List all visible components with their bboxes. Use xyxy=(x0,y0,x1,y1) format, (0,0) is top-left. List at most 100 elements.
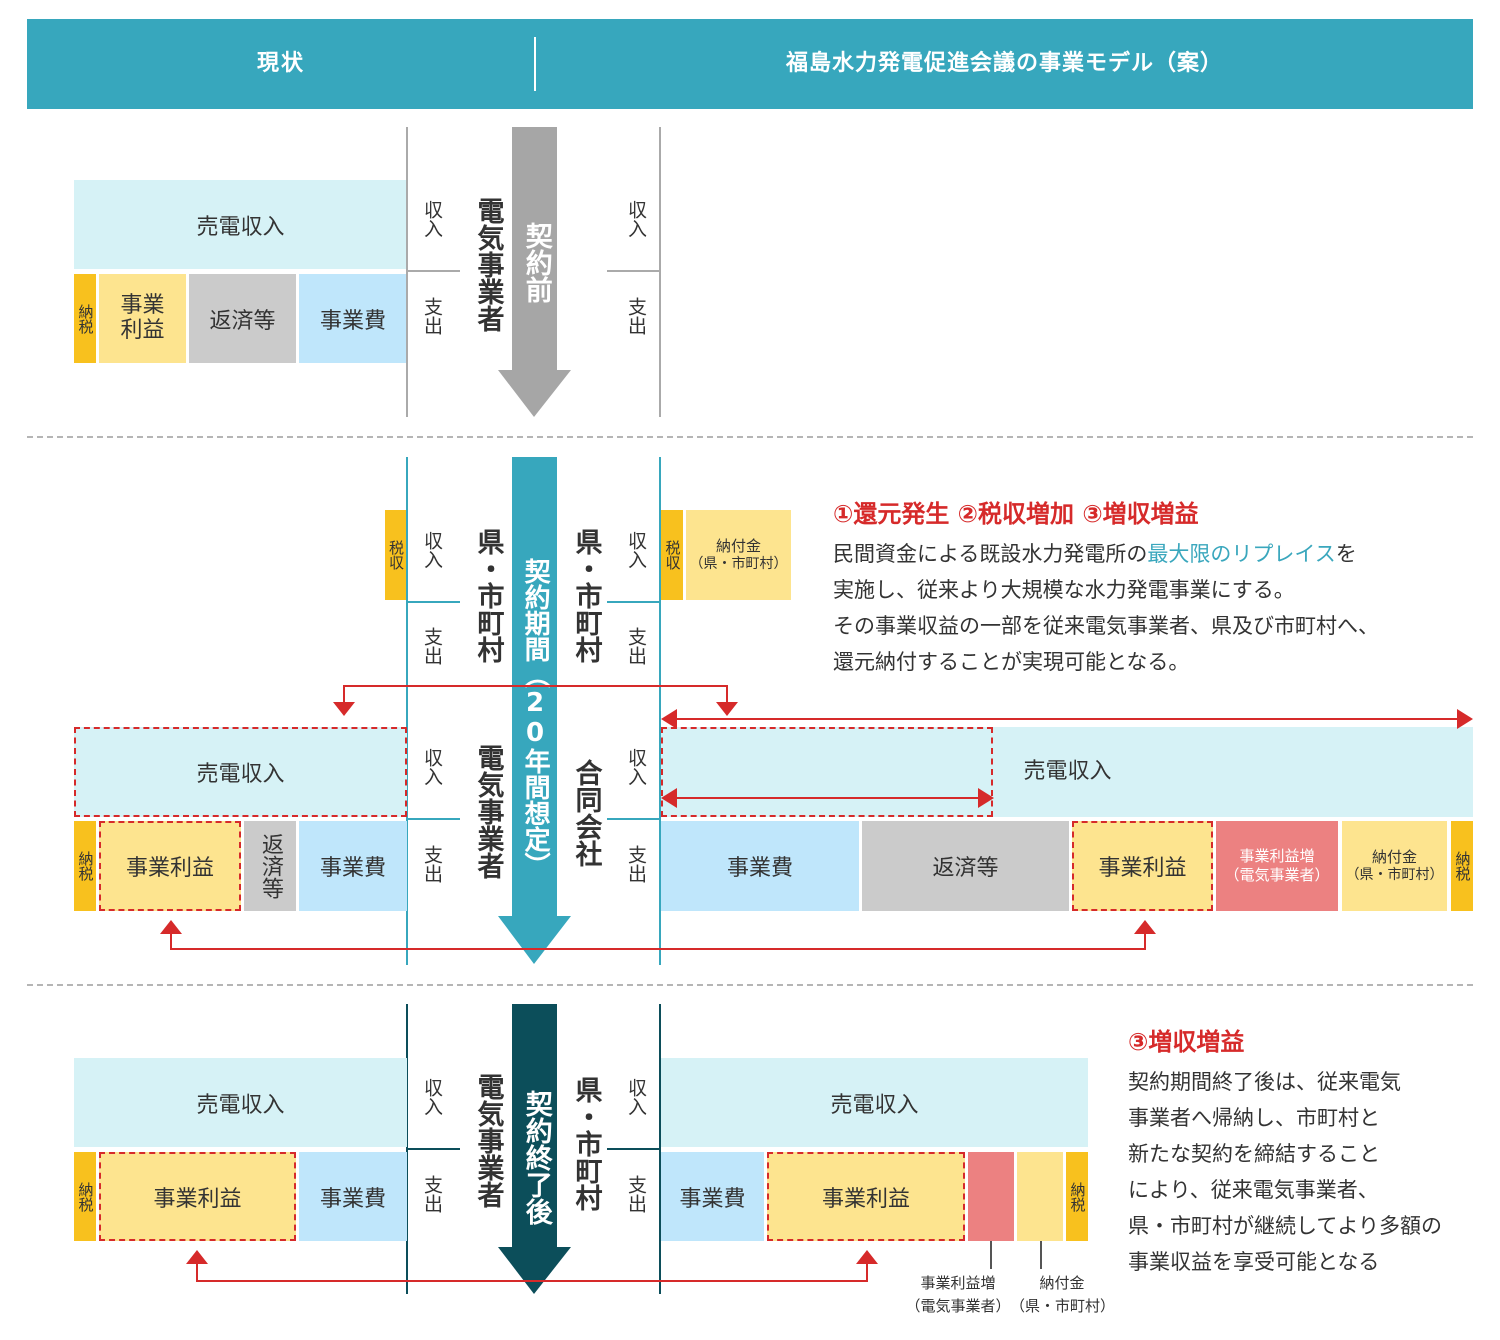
profit-increase-label: 事業利益増 xyxy=(1239,847,1315,866)
expansion-arrow-right-head xyxy=(1457,709,1473,729)
flow-arrow-bottom-left-stem xyxy=(170,932,172,949)
profit-increase-block xyxy=(968,1152,1014,1241)
phase-during-arrow-head xyxy=(498,916,571,964)
section-separator-1 xyxy=(27,436,1473,438)
payment-block-right-label: 納付金 xyxy=(1371,847,1417,866)
left-expense-label: 支出 xyxy=(421,297,443,335)
payment-block-top-sub: （県・市町村） xyxy=(689,555,788,572)
entity-prefecture: 県・市町村 xyxy=(570,1076,602,1211)
profit-block-left: 事業利益 xyxy=(99,1152,296,1241)
sales-revenue-block: 売電収入 xyxy=(74,180,407,269)
flow-arrow-line xyxy=(196,1280,868,1282)
flow-arrow-left-stem xyxy=(196,1262,198,1281)
section2-line-1: 民間資金による既設水力発電所の最大限のリプレイスを xyxy=(833,536,1357,572)
repayment-block-right: 返済等 xyxy=(862,821,1069,911)
header-left-title: 現状 xyxy=(256,51,305,76)
profit-increase-callout-label: 事業利益増 xyxy=(920,1274,996,1292)
left-income-expense-divider xyxy=(407,1148,460,1150)
section2-line-3: その事業収益の一部を従来電気事業者、県及び市町村へ、 xyxy=(833,614,1379,638)
phase-before-label: 契約前 xyxy=(520,222,552,303)
right-income-expense-divider-top xyxy=(607,601,660,603)
section2-line-4: 還元納付することが実現可能となる。 xyxy=(833,650,1190,674)
right-income-label: 収入 xyxy=(625,200,647,238)
cost-block-right: 事業費 xyxy=(661,821,859,911)
left-expense-label-top: 支出 xyxy=(421,627,443,665)
repayment-block: 返済等 xyxy=(189,274,296,363)
flow-arrow-bottom-right-stem xyxy=(1144,932,1146,949)
payment-block-top: 納付金 （県・市町村） xyxy=(686,510,791,600)
payment-block-top-label: 納付金 xyxy=(715,536,761,555)
left-income-label-top: 収入 xyxy=(421,531,443,569)
cost-block: 事業費 xyxy=(299,274,407,363)
right-income-label-top: 収入 xyxy=(625,531,647,569)
flow-arrow-bottom-line xyxy=(170,948,1146,950)
expansion-arrow-left-head xyxy=(661,709,677,729)
entity-prefecture-left: 県・市町村 xyxy=(472,528,504,663)
repayment-block-left: 返済等 xyxy=(244,821,296,911)
cost-block-left: 事業費 xyxy=(299,1152,407,1241)
left-expense-label-bottom: 支出 xyxy=(421,845,443,883)
left-income-expense-divider xyxy=(407,270,460,272)
sales-revenue-block-left: 売電収入 xyxy=(74,1058,407,1147)
entity-electric-company: 電気事業者 xyxy=(472,197,504,332)
section2-line-2: 実施し、従来より大規模な水力発電事業にする。 xyxy=(833,578,1295,602)
header-divider xyxy=(534,37,536,91)
left-expense-label: 支出 xyxy=(421,1175,443,1213)
left-income-expense-divider-bottom xyxy=(407,818,460,820)
tax-block-left: 納税 xyxy=(74,821,96,911)
profit-increase-callout-sub: （電気事業者） xyxy=(905,1296,1011,1315)
phase-before-arrow-head xyxy=(498,370,571,417)
left-income-expense-divider-top xyxy=(407,601,460,603)
right-expense-label: 支出 xyxy=(625,1175,647,1213)
right-income-expense-divider xyxy=(607,1148,660,1150)
original-range-arrow-right-head xyxy=(978,788,994,808)
profit-increase-leader xyxy=(990,1241,992,1269)
entity-electric-company: 電気事業者 xyxy=(472,744,504,879)
phase-before-arrow-shaft xyxy=(512,127,557,370)
section2-line-1-pre: 民間資金による既設水力発電所の xyxy=(833,542,1148,566)
left-axis-line xyxy=(406,127,408,417)
sales-revenue-block-left: 売電収入 xyxy=(74,727,407,817)
cost-block-right: 事業費 xyxy=(661,1152,764,1241)
left-income-label: 収入 xyxy=(421,1078,443,1116)
section3-line-2: 事業者へ帰納し、市町村と xyxy=(1128,1106,1380,1130)
phase-after-label: 契約終了後 xyxy=(520,1090,552,1225)
tax-revenue-block-right: 税収 xyxy=(661,510,683,600)
right-income-expense-divider-bottom xyxy=(607,818,660,820)
right-axis-line xyxy=(659,1004,661,1294)
entity-prefecture-right: 県・市町村 xyxy=(570,528,602,663)
entity-electric-company: 電気事業者 xyxy=(472,1073,504,1208)
entity-joint-company: 合同会社 xyxy=(570,759,602,867)
right-axis-line xyxy=(659,127,661,417)
section2-line-1-highlight: 最大限のリプレイス xyxy=(1147,542,1336,566)
original-range-arrow-line xyxy=(672,797,983,799)
flow-arrow-right-stem xyxy=(866,1262,868,1281)
payment-callout: 納付金 （県・市町村） xyxy=(1010,1272,1116,1317)
section3-line-6: 事業収益を享受可能となる xyxy=(1128,1250,1380,1274)
flow-arrow-top-line xyxy=(343,685,727,687)
flow-arrow-top-left-stem xyxy=(343,685,345,703)
section2-line-1-post: を xyxy=(1335,542,1357,566)
flow-arrow-bottom-left-head xyxy=(160,920,182,934)
profit-increase-block: 事業利益増 （電気事業者） xyxy=(1216,821,1338,911)
phase-before-arrow xyxy=(498,127,571,417)
flow-arrow-bottom-right-head xyxy=(1134,920,1156,934)
phase-during-label: 契約期間（20年間想定） xyxy=(520,558,551,878)
section3-line-1: 契約期間終了後は、従来電気 xyxy=(1128,1070,1401,1094)
tax-block-left: 納税 xyxy=(74,1152,96,1241)
phase-after-arrow-head xyxy=(498,1247,571,1294)
profit-block: 事業利益 xyxy=(99,274,186,363)
sales-revenue-block-right: 売電収入 xyxy=(661,1058,1088,1147)
left-income-label: 収入 xyxy=(421,200,443,238)
profit-block-left: 事業利益 xyxy=(99,821,241,911)
payment-block-right: 納付金 （県・市町村） xyxy=(1342,821,1447,911)
profit-increase-sub: （電気事業者） xyxy=(1224,866,1330,884)
section3-line-5: 県・市町村が継続してより多額の xyxy=(1128,1214,1442,1238)
sales-revenue-dashed-portion xyxy=(661,727,993,817)
payment-callout-sub: （県・市町村） xyxy=(1010,1296,1116,1315)
right-expense-label-bottom: 支出 xyxy=(625,845,647,883)
phase-after-arrow xyxy=(498,1004,571,1294)
right-income-label: 収入 xyxy=(625,1078,647,1116)
section3-heading: ③増収増益 xyxy=(1128,1028,1245,1056)
tax-block-right: 納税 xyxy=(1451,821,1473,911)
